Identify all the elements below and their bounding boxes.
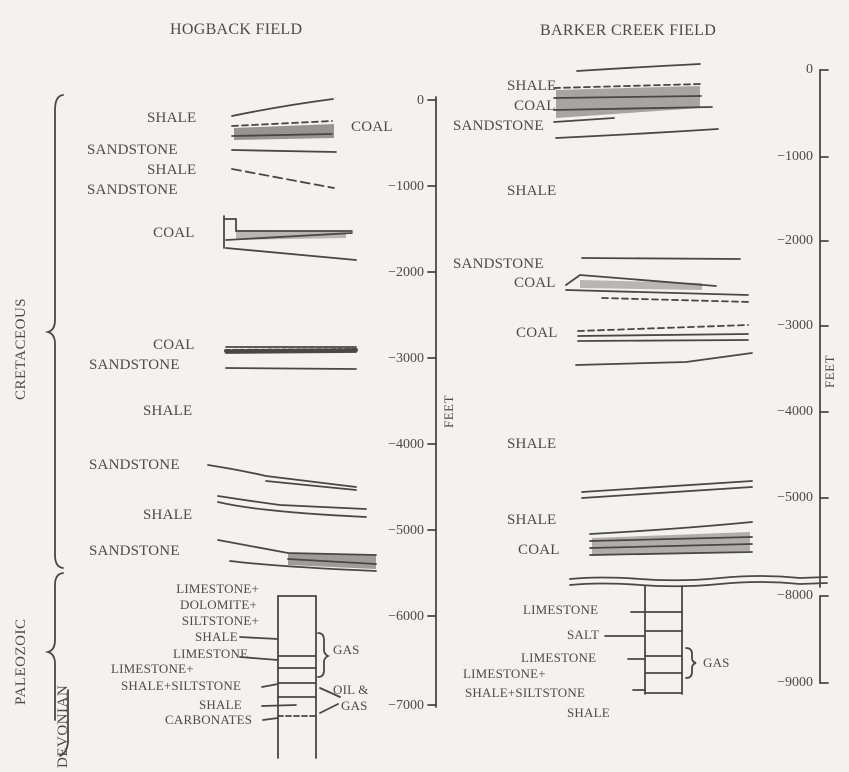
- hogback-tick-2000: −2000: [388, 265, 424, 280]
- hogback-axis: [427, 96, 437, 708]
- hogback-oil-gas-label-2: GAS: [341, 698, 368, 713]
- hogback-sandstone-3: SANDSTONE: [89, 357, 180, 373]
- barker-strata: [553, 63, 828, 695]
- barker-tick-2000: −2000: [777, 233, 813, 248]
- cretaceous-brace: [44, 94, 64, 569]
- hogback-field-title: HOGBACK FIELD: [170, 21, 303, 38]
- barker-pz-limestone-2: LIMESTONE: [521, 650, 597, 665]
- hogback-pz-shale: SHALE: [195, 629, 238, 644]
- barker-tick-3000: −3000: [777, 318, 813, 333]
- barker-coal-3: COAL: [516, 325, 558, 341]
- barker-pz-limestone-plus: LIMESTONE+: [463, 666, 546, 681]
- hogback-coal-3: COAL: [153, 337, 195, 353]
- hogback-pz-limestone-plus: LIMESTONE+: [176, 581, 259, 596]
- barker-shale-3: SHALE: [507, 436, 557, 452]
- barker-tick-0: 0: [806, 62, 813, 77]
- barker-coal-1: COAL: [514, 98, 556, 114]
- barker-pz-salt: SALT: [567, 627, 600, 642]
- hogback-strata: [207, 98, 377, 759]
- barker-pz-limestone: LIMESTONE: [523, 602, 599, 617]
- barker-axis: [819, 69, 829, 684]
- hogback-pz-dolomite-plus: DOLOMITE+: [179, 597, 257, 612]
- barker-creek-field-title: BARKER CREEK FIELD: [540, 22, 717, 39]
- hogback-tick-3000: −3000: [388, 351, 424, 366]
- cretaceous-label: CRETACEOUS: [13, 297, 29, 400]
- hogback-pz-carbonates: CARBONATES: [165, 712, 253, 727]
- hogback-shale-3: SHALE: [143, 403, 193, 419]
- barker-pz-shale: SHALE: [567, 705, 610, 720]
- hogback-tick-0: 0: [417, 93, 424, 108]
- barker-gas-label: GAS: [703, 655, 730, 670]
- hogback-pz-shale-siltstone: SHALE+SILTSTONE: [121, 678, 242, 693]
- barker-shale-4: SHALE: [507, 512, 557, 528]
- hogback-tick-7000: −7000: [388, 698, 424, 713]
- barker-sandstone-2: SANDSTONE: [453, 256, 544, 272]
- barker-pz-shale-siltstone: SHALE+SILTSTONE: [465, 685, 586, 700]
- barker-coal-2: COAL: [514, 275, 556, 291]
- barker-tick-8000: −8000: [777, 588, 813, 603]
- hogback-pz-shale-2: SHALE: [199, 697, 242, 712]
- hogback-coal-2: COAL: [153, 225, 195, 241]
- hogback-sandstone-1: SANDSTONE: [87, 142, 178, 158]
- hogback-shale-2: SHALE: [147, 162, 197, 178]
- barker-tick-4000: −4000: [777, 404, 813, 419]
- hogback-coal-1: COAL: [351, 119, 393, 135]
- hogback-tick-6000: −6000: [388, 609, 424, 624]
- hogback-pz-limestone: LIMESTONE: [173, 646, 249, 661]
- hogback-sandstone-5: SANDSTONE: [89, 543, 180, 559]
- devonian-brace: [59, 689, 69, 757]
- hogback-shale-1: SHALE: [147, 110, 197, 126]
- paleozoic-brace: [44, 572, 64, 721]
- barker-shale-2: SHALE: [507, 183, 557, 199]
- barker-tick-1000: −1000: [777, 149, 813, 164]
- hogback-tick-4000: −4000: [388, 437, 424, 452]
- barker-tick-5000: −5000: [777, 490, 813, 505]
- hogback-feet-label: FEET: [441, 394, 456, 428]
- barker-feet-label: FEET: [822, 354, 837, 388]
- barker-sandstone-1: SANDSTONE: [453, 118, 544, 134]
- hogback-sandstone-4: SANDSTONE: [89, 457, 180, 473]
- hogback-gas-label: GAS: [333, 642, 360, 657]
- hogback-pz-siltstone-plus: SILTSTONE+: [181, 613, 259, 628]
- barker-shale-1: SHALE: [507, 78, 557, 94]
- barker-coal-4: COAL: [518, 542, 560, 558]
- barker-tick-9000: −9000: [777, 675, 813, 690]
- hogback-pz-limestone-plus-2: LIMESTONE+: [111, 661, 194, 676]
- hogback-tick-1000: −1000: [388, 179, 424, 194]
- hogback-sandstone-2: SANDSTONE: [87, 182, 178, 198]
- hogback-tick-5000: −5000: [388, 523, 424, 538]
- paleozoic-label: PALEOZOIC: [13, 618, 29, 705]
- hogback-shale-4: SHALE: [143, 507, 193, 523]
- hogback-oil-gas-label-1: OIL &: [333, 682, 369, 697]
- devonian-label: DEVONIAN: [55, 684, 71, 768]
